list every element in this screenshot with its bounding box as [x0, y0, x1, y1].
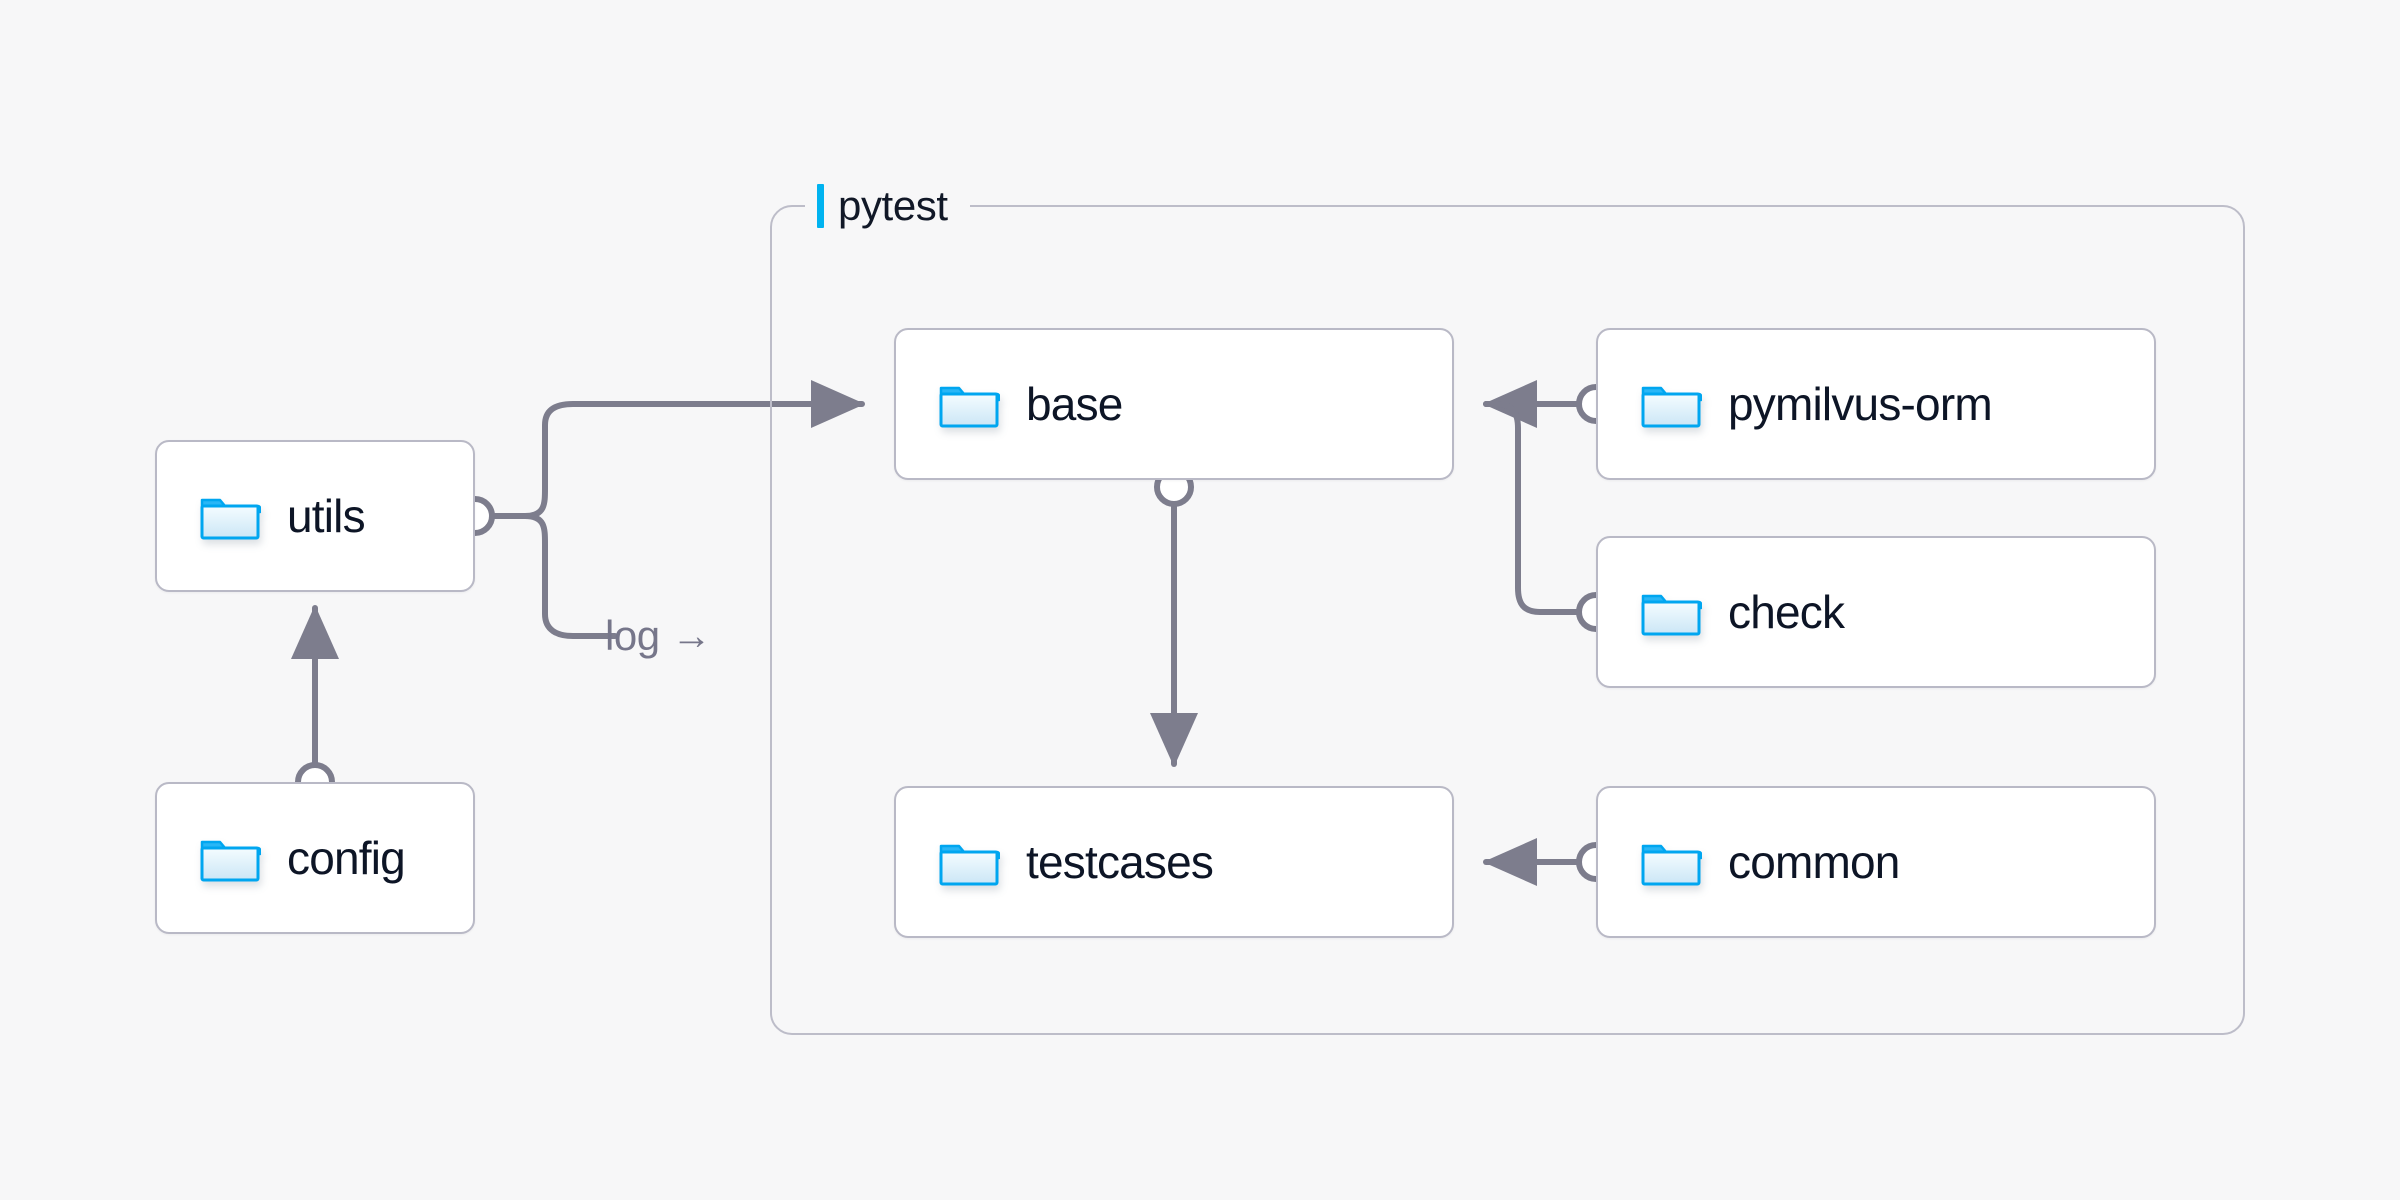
node-label: testcases	[1026, 836, 1214, 888]
node-common[interactable]: common	[1596, 786, 2156, 938]
node-testcases[interactable]: testcases	[894, 786, 1454, 938]
node-label: base	[1026, 378, 1123, 430]
arrow-right-icon: →	[671, 614, 712, 658]
node-base[interactable]: base	[894, 328, 1454, 480]
node-utils[interactable]: utils	[155, 440, 475, 592]
node-check[interactable]: check	[1596, 536, 2156, 688]
edge-utils-to-log	[522, 513, 618, 639]
pytest-group-container[interactable]	[770, 205, 2245, 1035]
edge-label-log: log →	[605, 612, 712, 659]
group-label-text: pytest	[838, 182, 948, 229]
edge-label-log-text: log	[605, 612, 660, 659]
node-label: pymilvus-orm	[1728, 378, 1993, 430]
node-label: check	[1728, 586, 1845, 638]
folder-icon	[939, 844, 1000, 886]
node-pymilvus-orm[interactable]: pymilvus-orm	[1596, 328, 2156, 480]
folder-icon	[200, 498, 261, 540]
pytest-group-label: pytest	[805, 183, 970, 229]
group-accent-bar	[817, 184, 824, 228]
folder-icon	[1641, 386, 1702, 428]
node-label: config	[287, 832, 406, 884]
node-label: common	[1728, 836, 1900, 888]
folder-icon	[1641, 594, 1702, 636]
folder-icon	[939, 386, 1000, 428]
node-label: utils	[287, 490, 366, 542]
folder-icon	[200, 840, 261, 882]
node-config[interactable]: config	[155, 782, 475, 934]
folder-icon	[1641, 844, 1702, 886]
